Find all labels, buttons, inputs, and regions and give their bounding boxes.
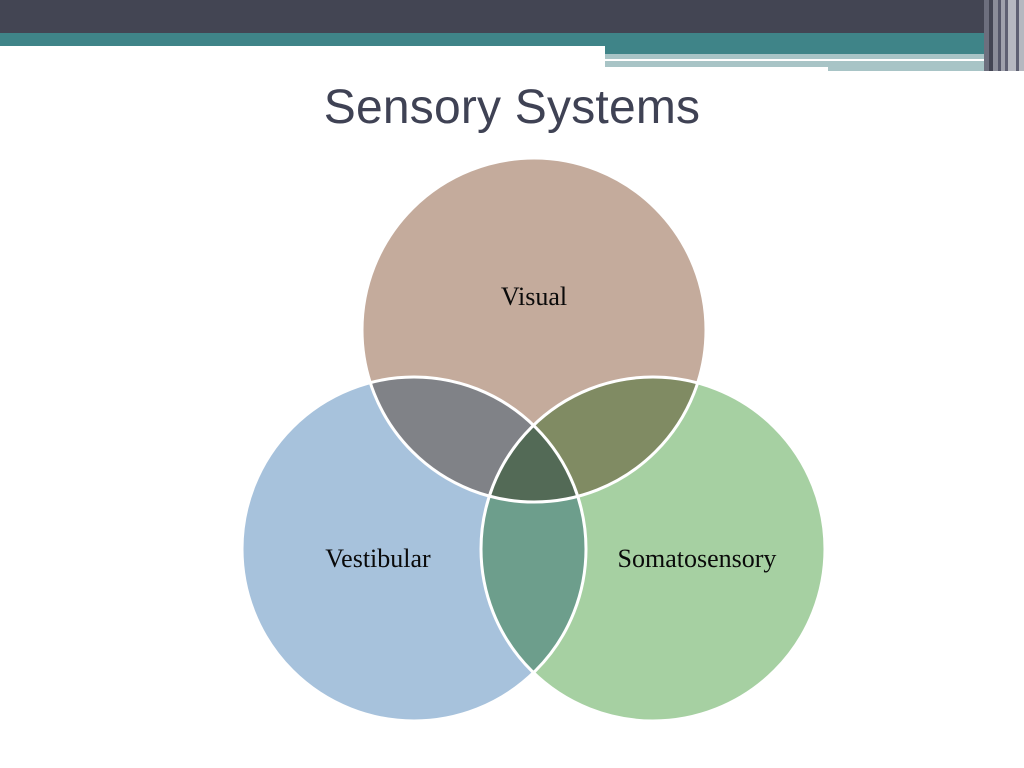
venn-outline-vestibular: [240, 375, 588, 723]
header-pale-bar-1: [605, 54, 1024, 59]
venn-outline-visual: [360, 156, 708, 504]
header-white-gap-2: [605, 67, 828, 71]
venn-circle-somatosensory[interactable]: [481, 377, 825, 721]
stripe-6: [1005, 0, 1008, 71]
venn-label-somatosensory: Somatosensory: [618, 544, 777, 573]
stripe-9: [1019, 0, 1024, 71]
header-corner-stripes: [984, 0, 1024, 71]
venn-label-visual: Visual: [501, 282, 567, 311]
header-dark-bar: [0, 0, 1024, 33]
stripe-8: [1016, 0, 1019, 71]
stripe-7: [1008, 0, 1016, 71]
stripe-5: [1001, 0, 1005, 71]
venn-label-vestibular: Vestibular: [325, 544, 431, 573]
stripe-4: [998, 0, 1001, 71]
venn-outline-somatosensory: [479, 375, 827, 723]
stripe-1: [984, 0, 989, 71]
header-pale-bar-3: [828, 67, 1024, 71]
header-teal-bar-secondary: [605, 46, 1024, 54]
venn-circle-vestibular[interactable]: [242, 377, 586, 721]
header-teal-bar: [0, 33, 1024, 46]
header-pale-bar-2: [605, 61, 1024, 67]
header-white-gap-1: [605, 59, 970, 61]
stripe-3: [993, 0, 998, 71]
stripe-2: [989, 0, 993, 71]
page-title: Sensory Systems: [323, 81, 701, 134]
